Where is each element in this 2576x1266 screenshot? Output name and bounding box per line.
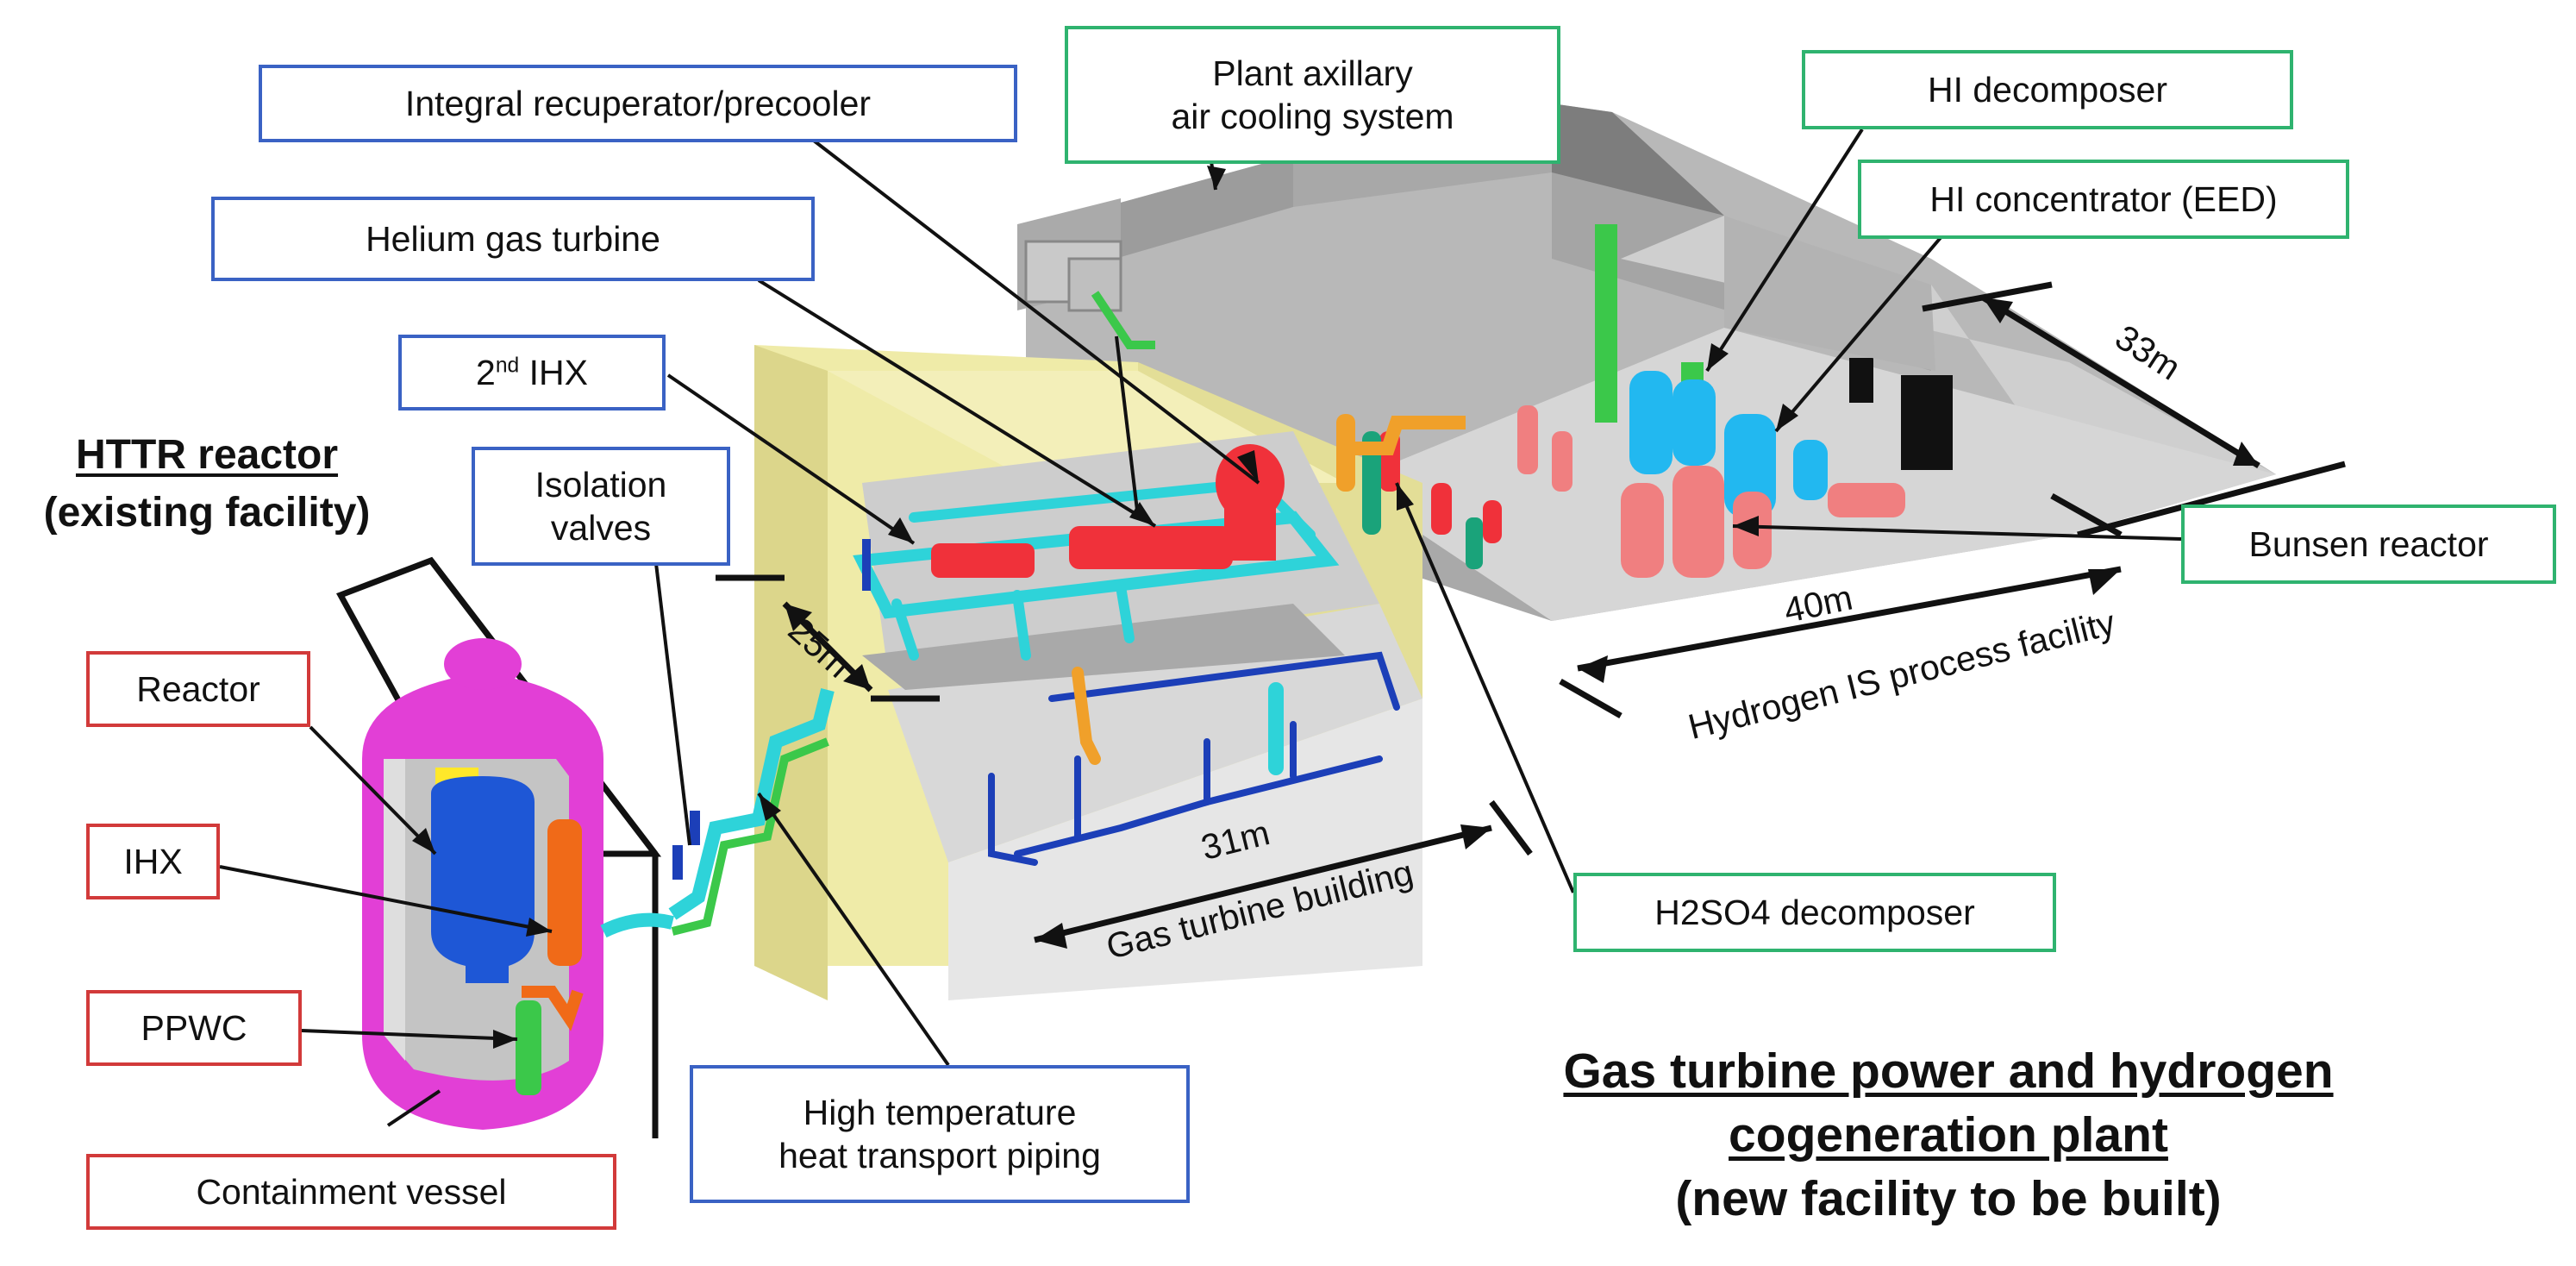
plant-subtitle: (new facility to be built) bbox=[1675, 1171, 2222, 1227]
plant-cooling-label-line1: Plant axillary bbox=[1212, 53, 1413, 93]
httr-subtitle: (existing facility) bbox=[43, 490, 371, 536]
leader-arrowheads bbox=[412, 166, 1798, 1049]
ppwc-label: PPWC bbox=[141, 1007, 247, 1048]
httr-containment-vessel bbox=[335, 556, 674, 1138]
ihx-label: IHX bbox=[123, 841, 183, 881]
reactor-label: Reactor bbox=[136, 668, 260, 709]
callout-ppwc: PPWC bbox=[86, 990, 302, 1066]
containment-label: Containment vessel bbox=[196, 1171, 507, 1212]
dimension-arrowheads bbox=[785, 298, 2259, 949]
callout-heat-transport-piping: High temperature heat transport piping bbox=[690, 1065, 1190, 1203]
heat-transport-piping bbox=[668, 688, 835, 936]
h2so4-label: H2SO4 decomposer bbox=[1654, 892, 1975, 932]
process-equipment bbox=[1336, 224, 1905, 578]
callout-hi-concentrator: HI concentrator (EED) bbox=[1858, 160, 2349, 239]
hi-decomposer-label: HI decomposer bbox=[1927, 69, 2167, 110]
callout-plant-cooling: Plant axillary air cooling system bbox=[1065, 26, 1560, 164]
second-ihx-number: 2 bbox=[476, 352, 496, 392]
helium-turbine-label: Helium gas turbine bbox=[366, 218, 660, 259]
air-cooling-units bbox=[1024, 240, 1155, 349]
bunsen-label: Bunsen reactor bbox=[2248, 523, 2489, 564]
httr-heading: HTTR reactor (existing facility) bbox=[34, 431, 379, 536]
isolation-label-line2: valves bbox=[550, 508, 652, 548]
piping-label-line2: heat transport piping bbox=[778, 1136, 1101, 1175]
leader-lines bbox=[219, 128, 2182, 1127]
plant-title-line1: Gas turbine power and hydrogen bbox=[1563, 1044, 2334, 1099]
callout-helium-turbine: Helium gas turbine bbox=[211, 197, 815, 281]
callout-recuperator: Integral recuperator/precooler bbox=[259, 65, 1017, 142]
piping-label-line1: High temperature bbox=[803, 1092, 1077, 1132]
hi-concentrator-label: HI concentrator (EED) bbox=[1929, 179, 2278, 219]
plant-cooling-label-line2: air cooling system bbox=[1171, 97, 1454, 136]
httr-title: HTTR reactor bbox=[75, 432, 339, 478]
isolation-label-line1: Isolation bbox=[535, 464, 667, 505]
callout-reactor: Reactor bbox=[86, 651, 310, 727]
recuperator-label: Integral recuperator/precooler bbox=[404, 83, 872, 123]
callout-h2so4-decomposer: H2SO4 decomposer bbox=[1573, 873, 2056, 952]
plant-heading: Gas turbine power and hydrogen cogenerat… bbox=[1431, 1039, 2466, 1231]
callout-second-ihx: 2nd IHX bbox=[398, 335, 666, 411]
callout-containment-vessel: Containment vessel bbox=[86, 1154, 616, 1230]
callout-isolation-valves: Isolation valves bbox=[472, 447, 730, 566]
plant-title-line2: cogeneration plant bbox=[1729, 1107, 2168, 1163]
second-ihx-suffix: nd bbox=[495, 354, 520, 378]
callout-hi-decomposer: HI decomposer bbox=[1802, 50, 2293, 129]
second-ihx-text: IHX bbox=[519, 352, 588, 392]
second-ihx-label: 2nd IHX bbox=[476, 351, 588, 394]
callout-bunsen-reactor: Bunsen reactor bbox=[2181, 505, 2556, 584]
callout-ihx: IHX bbox=[86, 824, 220, 899]
